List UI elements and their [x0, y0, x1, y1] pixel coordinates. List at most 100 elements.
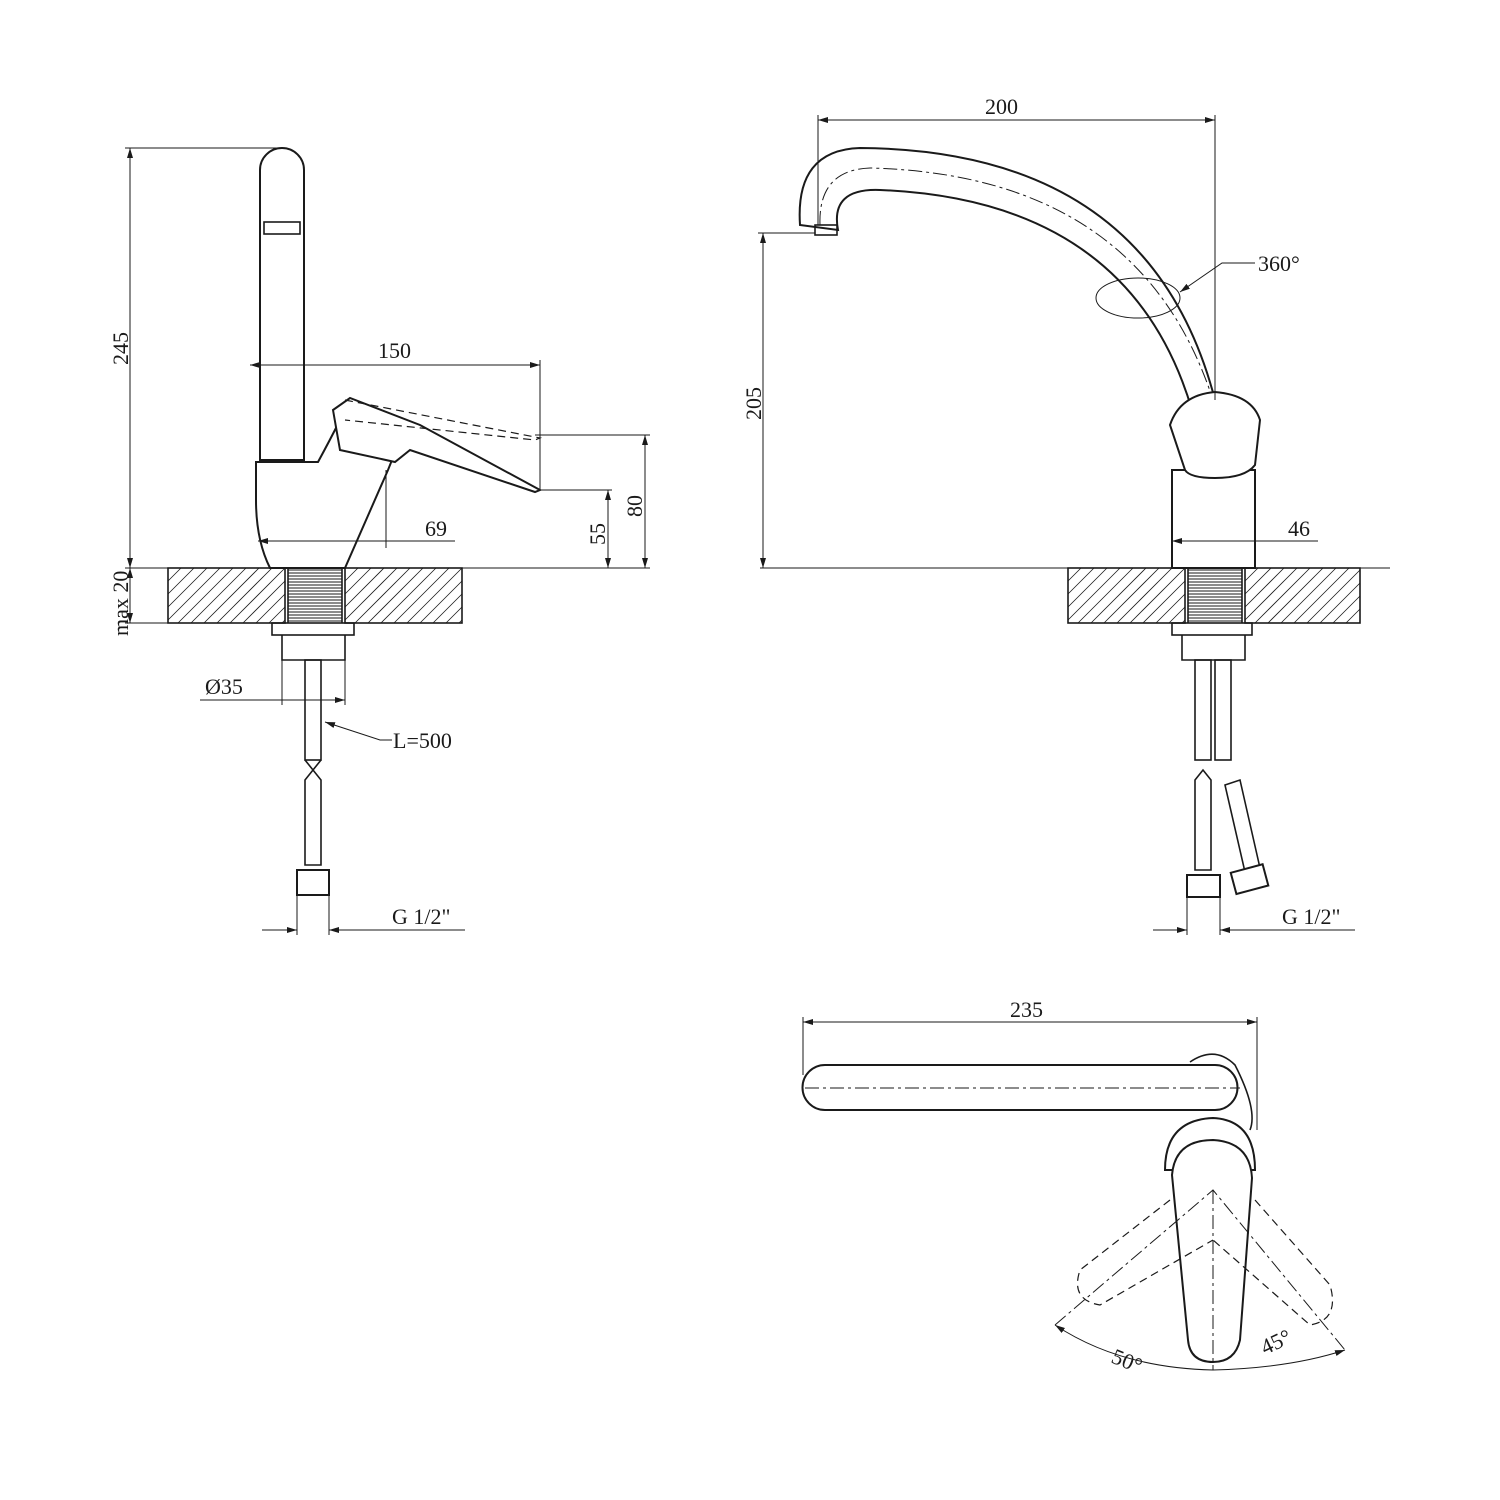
dim-label-80: 80	[622, 495, 647, 517]
flexible-hose-upper	[1214, 659, 1232, 761]
dim-label-245: 245	[108, 332, 133, 365]
dim-label-205: 205	[741, 387, 766, 420]
dim-label-diameter: Ø35	[205, 674, 243, 699]
spout-centerline	[819, 167, 1214, 568]
hatch-line	[1244, 567, 1285, 608]
hatch-line	[344, 567, 359, 582]
hatch-line	[1319, 582, 1361, 624]
countertop-section-left	[167, 567, 463, 624]
dim-label-235: 235	[1010, 997, 1043, 1022]
hatch-line	[1090, 567, 1147, 624]
leader-hose-length	[324, 721, 392, 741]
hatch-line	[1142, 580, 1186, 624]
hose-fitting	[1229, 863, 1270, 896]
flexible-hose-lower	[1194, 768, 1212, 871]
lever-top	[1170, 1138, 1254, 1364]
countertop-section-right	[1067, 567, 1361, 624]
hatch-line	[203, 567, 260, 624]
hatch-line	[1168, 606, 1186, 624]
dim-label-46: 46	[1288, 516, 1310, 541]
hatch-line	[344, 567, 398, 621]
hatch-line	[1067, 567, 1121, 621]
aerator	[263, 221, 301, 235]
spout-vertical	[259, 147, 305, 461]
flexible-hose-upper	[304, 659, 322, 761]
top-view: 235 50° 45°	[801, 997, 1346, 1378]
hatch-line	[1129, 567, 1186, 624]
flexible-hose-lower	[1224, 778, 1261, 873]
dim-label-thread-side: G 1/2"	[392, 904, 450, 929]
dim-label-150: 150	[378, 338, 411, 363]
hatch-line	[255, 593, 286, 624]
hatch-line	[419, 580, 463, 624]
lever-raised-outline	[344, 399, 543, 441]
hatch-line	[167, 567, 208, 608]
hatch-line	[380, 567, 437, 624]
hatch-line	[1293, 567, 1350, 624]
hatch-line	[1267, 567, 1324, 624]
dim-label-200: 200	[985, 94, 1018, 119]
hatch-line	[167, 567, 182, 582]
dim-label-max20: max 20	[108, 571, 133, 636]
hatch-line	[344, 567, 385, 608]
mounting-nut	[271, 622, 355, 636]
lever-handle	[1168, 390, 1262, 480]
hatch-line	[268, 606, 286, 624]
mixer-body	[1171, 469, 1256, 569]
angle-arc	[1054, 1324, 1346, 1371]
hatch-line	[1244, 567, 1298, 621]
rotation-arrow	[1095, 277, 1181, 319]
aerator	[814, 224, 838, 236]
hose-fitting	[1186, 874, 1221, 898]
hose-break-mark	[304, 759, 322, 772]
hose-fitting	[296, 869, 330, 896]
hatch-line	[1116, 567, 1173, 624]
dim-label-55: 55	[585, 523, 610, 545]
hatch-line	[1244, 567, 1272, 595]
fixing-nut	[1181, 635, 1246, 661]
hatch-line	[367, 567, 424, 624]
hatch-line	[344, 567, 372, 595]
side-view: 245 150 69 55 80 max 20 Ø35 L=500 G 1/2"	[108, 147, 650, 935]
hatch-line	[190, 567, 247, 624]
hatch-line	[1103, 567, 1160, 624]
mounting-nut	[1171, 622, 1253, 636]
lever-handle	[331, 396, 543, 494]
lever-rotated-left	[1076, 1199, 1214, 1306]
spout-swivel-ring	[1189, 1053, 1253, 1131]
dim-label-angle-50: 50°	[1108, 1343, 1146, 1378]
hatch-line	[1280, 567, 1337, 624]
hatch-line	[167, 567, 221, 621]
hatch-line	[167, 567, 195, 595]
hatch-line	[1244, 567, 1259, 582]
leader-rotation	[1179, 262, 1255, 293]
threaded-shank	[287, 568, 343, 623]
fixing-nut	[281, 635, 346, 661]
hatch-line	[1077, 567, 1134, 624]
hatch-line	[432, 593, 463, 624]
hatch-line	[445, 606, 463, 624]
hatch-line	[1067, 567, 1108, 608]
flexible-hose-upper	[1194, 659, 1212, 761]
dim-label-69: 69	[425, 516, 447, 541]
hatch-line	[1345, 608, 1361, 624]
hatch-line	[354, 567, 411, 624]
dim-label-hose-length: L=500	[393, 728, 452, 753]
flexible-hose-lower	[304, 768, 322, 866]
dim-label-rotation: 360°	[1258, 251, 1300, 276]
hatch-line	[1332, 595, 1361, 624]
hatch-line	[1254, 567, 1311, 624]
hatch-line	[406, 567, 463, 624]
dim-label-thread-front: G 1/2"	[1282, 904, 1340, 929]
hatch-line	[1067, 567, 1095, 595]
hatch-line	[242, 580, 286, 624]
front-view: 200 360° 205 46 G 1/2"	[741, 94, 1390, 935]
hatch-line	[229, 567, 286, 624]
hatch-line	[1306, 569, 1361, 624]
hatch-line	[1155, 593, 1186, 624]
hatch-line	[177, 567, 234, 624]
mixer-body	[255, 418, 402, 569]
hatch-line	[393, 567, 450, 624]
